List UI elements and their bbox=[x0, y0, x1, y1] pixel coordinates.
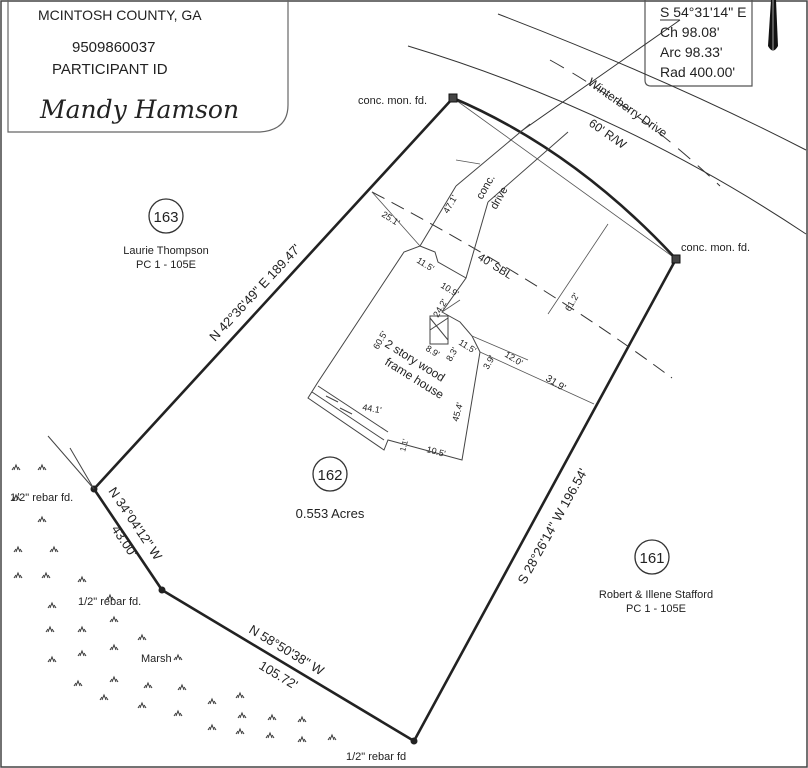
marsh-grass-tuft bbox=[37, 515, 47, 523]
lot-162-area: 0.553 Acres bbox=[296, 506, 365, 521]
marsh-grass-tuft bbox=[137, 701, 147, 709]
marsh-grass-tuft bbox=[45, 625, 55, 633]
lot-162-number: 162 bbox=[317, 467, 342, 484]
boundary-northwest-label: N 42°36'49" E 189.47' bbox=[206, 241, 303, 344]
marsh-grass-tuft bbox=[173, 709, 183, 717]
rebar-icon bbox=[158, 586, 166, 594]
road-right-of-way bbox=[407, 13, 807, 235]
dim-11-5b: 11.5' bbox=[457, 337, 478, 355]
marsh-grass-tuft bbox=[77, 649, 87, 657]
monument-icon bbox=[448, 93, 458, 103]
dim-11-5: 11.5' bbox=[415, 255, 436, 273]
lot-161-owner: Robert & Illene Stafford bbox=[599, 589, 713, 601]
marsh-grass-tuft bbox=[77, 625, 87, 633]
rebar-middle-label: 1/2" rebar fd. bbox=[78, 596, 141, 608]
lot-162-boundary bbox=[92, 96, 678, 743]
marsh-grass-tuft bbox=[47, 601, 57, 609]
monument-top-label: conc. mon. fd. bbox=[358, 95, 427, 107]
rebar-left-label: 1/2" rebar fd. bbox=[10, 492, 73, 504]
curve-bearing: S 54°31'14" E bbox=[660, 4, 746, 20]
marsh-grass-tuft bbox=[73, 679, 83, 687]
marsh-grass-tuft bbox=[177, 683, 187, 691]
marsh-grass-tuft bbox=[109, 615, 119, 623]
marsh-grass-tuft bbox=[47, 655, 57, 663]
dim-10-5: 10.5' bbox=[425, 444, 446, 459]
participant-label: PARTICIPANT ID bbox=[52, 61, 168, 78]
marsh-grass-tuft bbox=[235, 727, 245, 735]
monument-icon bbox=[671, 254, 681, 264]
marsh-grass-tuft bbox=[297, 735, 307, 743]
marsh-grass-tuft bbox=[37, 463, 47, 471]
marsh-grass-tuft bbox=[13, 545, 23, 553]
marsh-grass-tuft bbox=[105, 593, 115, 601]
marsh-grass-tuft bbox=[11, 463, 21, 471]
curve-data-box bbox=[644, 0, 753, 87]
marsh-grass-tuft bbox=[207, 723, 217, 731]
marsh-grass-tuft bbox=[207, 697, 217, 705]
marsh-grass-tuft bbox=[173, 653, 183, 661]
signature: Mandy Hamson bbox=[39, 95, 239, 124]
county-label: MCINTOSH COUNTY, GA bbox=[38, 7, 202, 23]
marsh-grass-tuft bbox=[99, 693, 109, 701]
marsh-grass-tuft bbox=[143, 681, 153, 689]
marsh-grass-tuft bbox=[109, 643, 119, 651]
lot-161-circle bbox=[634, 539, 670, 575]
curve-leader bbox=[519, 19, 681, 133]
dim-8-9: 8.9' bbox=[424, 343, 442, 359]
dim-1-1: 1.1' bbox=[398, 438, 410, 453]
chord-line bbox=[452, 97, 677, 260]
north-arrow-icon bbox=[768, 0, 778, 51]
marsh-label: Marsh bbox=[141, 653, 172, 665]
rebar-icon bbox=[410, 737, 418, 745]
curve-radius: Rad 400.00' bbox=[660, 64, 735, 80]
marsh-grass-tuft bbox=[265, 731, 275, 739]
dim-25-1: 25.1' bbox=[380, 209, 402, 228]
marsh-grass-tuft bbox=[235, 691, 245, 699]
setback-line bbox=[371, 191, 673, 379]
setback-label: 40' SBL bbox=[475, 251, 514, 281]
lot-163-circle bbox=[148, 198, 184, 234]
marsh-grass-tuft bbox=[327, 733, 337, 741]
marsh-grass-tuft bbox=[297, 715, 307, 723]
marsh-grass-tuft bbox=[13, 571, 23, 579]
marsh-grass-icon bbox=[11, 463, 337, 743]
dim-47-1: 47.1' bbox=[441, 193, 459, 215]
road-row: 60' R/W bbox=[586, 116, 629, 152]
lot-162-circle bbox=[312, 456, 348, 492]
curve-arc: Arc 98.33' bbox=[660, 44, 723, 60]
lot-163-owner: Laurie Thompson bbox=[123, 245, 208, 257]
dim-45-4: 45.4' bbox=[450, 401, 465, 422]
dim-61-2: 61.2' bbox=[563, 291, 581, 313]
monument-right-label: conc. mon. fd. bbox=[681, 242, 750, 254]
dim-8-3: 8.3' bbox=[444, 345, 460, 363]
marsh-grass-tuft bbox=[77, 575, 87, 583]
participant-number: 9509860037 bbox=[72, 39, 155, 56]
marsh-grass-tuft bbox=[137, 633, 147, 641]
header-box bbox=[7, 0, 289, 133]
dim-10-9: 10.9' bbox=[439, 280, 461, 299]
dimension-lines bbox=[371, 159, 609, 405]
rebar-bottom-label: 1/2" rebar fd bbox=[346, 751, 406, 763]
dim-12-0: 12.0' bbox=[503, 349, 525, 368]
curve-chord: Ch 98.08' bbox=[660, 24, 720, 40]
dim-44-1: 44.1' bbox=[362, 402, 383, 415]
lot-163-ref: PC 1 - 105E bbox=[136, 259, 196, 271]
marsh-grass-tuft bbox=[49, 545, 59, 553]
marsh-grass-tuft bbox=[109, 675, 119, 683]
dim-3-9: 3.9' bbox=[481, 353, 497, 371]
lot-161-number: 161 bbox=[639, 550, 664, 567]
marsh-grass-tuft bbox=[237, 711, 247, 719]
marsh-grass-tuft bbox=[267, 713, 277, 721]
marsh-grass-tuft bbox=[11, 493, 21, 501]
dim-31-9: 31.9' bbox=[543, 373, 567, 394]
marsh-grass-tuft bbox=[41, 571, 51, 579]
lot-163-number: 163 bbox=[153, 209, 178, 226]
concrete-drive bbox=[419, 123, 569, 279]
lot-161-ref: PC 1 - 105E bbox=[626, 603, 686, 615]
marsh-edge-line bbox=[47, 435, 95, 490]
